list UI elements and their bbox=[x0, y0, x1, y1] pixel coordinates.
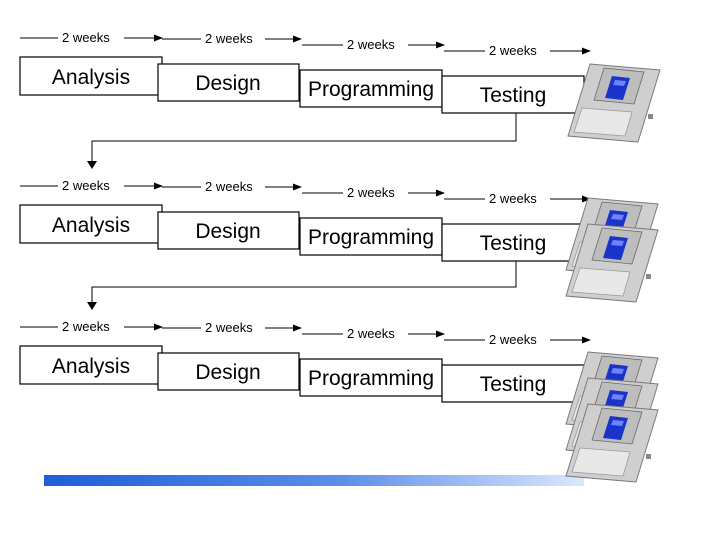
svg-text:2 weeks: 2 weeks bbox=[489, 332, 537, 347]
svg-text:2 weeks: 2 weeks bbox=[347, 185, 395, 200]
duration-programming: 2 weeks bbox=[302, 326, 445, 341]
phase-label-design: Design bbox=[195, 361, 260, 384]
svg-text:2 weeks: 2 weeks bbox=[62, 30, 110, 45]
phase-label-analysis: Analysis bbox=[52, 355, 130, 378]
timeline-bar bbox=[44, 475, 584, 486]
phase-box-design bbox=[157, 211, 300, 250]
duration-testing: 2 weeks bbox=[444, 191, 591, 206]
duration-design: 2 weeks bbox=[162, 320, 302, 335]
phase-label-programming: Programming bbox=[308, 226, 434, 249]
phase-box-analysis bbox=[19, 56, 163, 96]
phase-box-design bbox=[157, 63, 300, 102]
svg-text:2 weeks: 2 weeks bbox=[62, 178, 110, 193]
duration-analysis: 2 weeks bbox=[20, 30, 163, 45]
duration-analysis: 2 weeks bbox=[20, 319, 163, 334]
phase-label-programming: Programming bbox=[308, 78, 434, 101]
phase-label-programming: Programming bbox=[308, 367, 434, 390]
release-disks bbox=[565, 63, 661, 483]
floppy-disk-icon bbox=[565, 403, 659, 483]
phase-box-analysis bbox=[19, 204, 163, 244]
phase-box-testing bbox=[441, 223, 585, 262]
svg-text:2 weeks: 2 weeks bbox=[205, 179, 253, 194]
feedback-connector bbox=[91, 113, 517, 165]
phase-box-design bbox=[157, 352, 300, 391]
svg-text:2 weeks: 2 weeks bbox=[205, 31, 253, 46]
svg-text:2 weeks: 2 weeks bbox=[62, 319, 110, 334]
phase-label-analysis: Analysis bbox=[52, 66, 130, 89]
svg-text:2 weeks: 2 weeks bbox=[489, 43, 537, 58]
phase-box-programming bbox=[299, 358, 443, 397]
iteration-1: 2 weeks 2 weeks 2 weeks 2 weeks Analysis… bbox=[19, 30, 591, 169]
svg-text:2 weeks: 2 weeks bbox=[489, 191, 537, 206]
svg-text:2 weeks: 2 weeks bbox=[347, 326, 395, 341]
floppy-disk-icon bbox=[567, 63, 661, 143]
phase-box-analysis bbox=[19, 345, 163, 385]
duration-testing: 2 weeks bbox=[444, 43, 591, 58]
duration-testing: 2 weeks bbox=[444, 332, 591, 347]
duration-programming: 2 weeks bbox=[302, 37, 445, 52]
iteration-3: 2 weeks 2 weeks 2 weeks 2 weeks Analysis… bbox=[19, 319, 591, 403]
feedback-connector bbox=[91, 261, 517, 306]
iteration-2: 2 weeks 2 weeks 2 weeks 2 weeks Analysis… bbox=[19, 178, 591, 310]
duration-design: 2 weeks bbox=[162, 179, 302, 194]
phase-label-design: Design bbox=[195, 220, 260, 243]
svg-text:2 weeks: 2 weeks bbox=[347, 37, 395, 52]
svg-text:2 weeks: 2 weeks bbox=[205, 320, 253, 335]
phase-label-testing: Testing bbox=[480, 84, 547, 107]
duration-design: 2 weeks bbox=[162, 31, 302, 46]
phase-label-analysis: Analysis bbox=[52, 214, 130, 237]
phase-label-testing: Testing bbox=[480, 232, 547, 255]
phase-label-design: Design bbox=[195, 72, 260, 95]
floppy-disk-icon bbox=[565, 223, 659, 303]
duration-analysis: 2 weeks bbox=[20, 178, 163, 193]
duration-programming: 2 weeks bbox=[302, 185, 445, 200]
phase-label-testing: Testing bbox=[480, 373, 547, 396]
phase-box-programming bbox=[299, 217, 443, 256]
phase-box-testing bbox=[441, 364, 585, 403]
